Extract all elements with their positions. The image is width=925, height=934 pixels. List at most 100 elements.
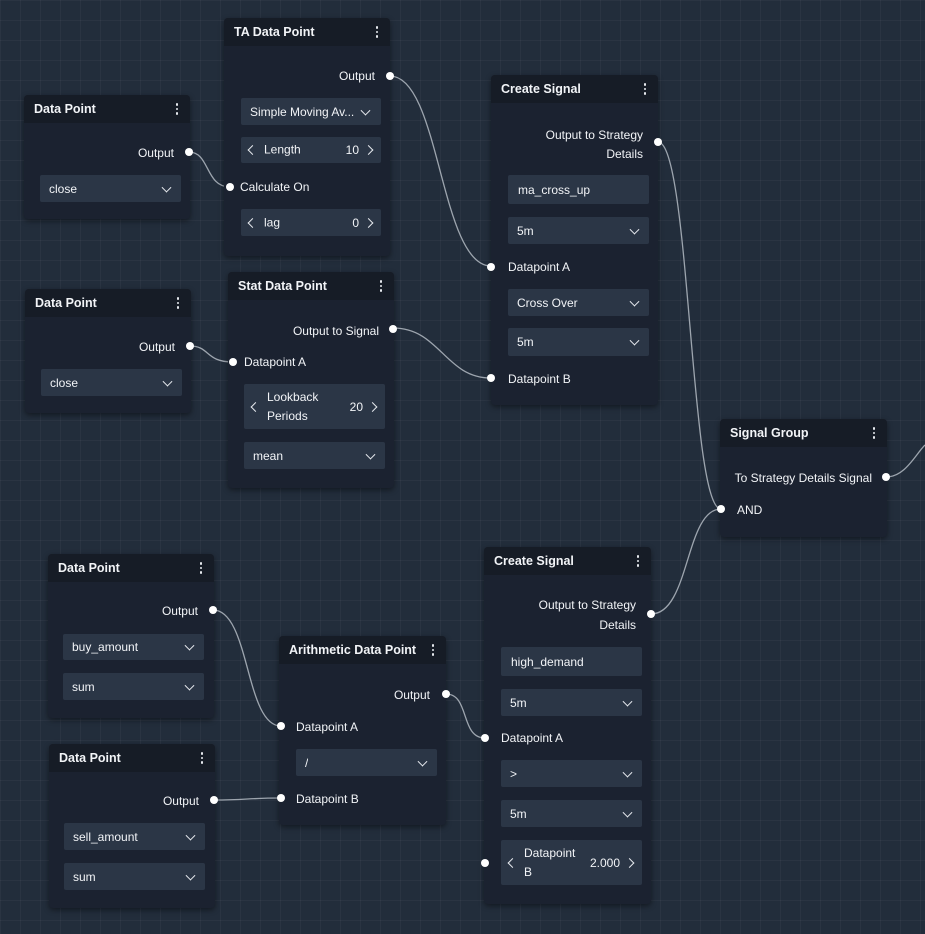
source-select[interactable]: sell_amount xyxy=(64,823,205,850)
kebab-menu-icon[interactable] xyxy=(867,425,881,441)
signal-name-input[interactable]: ma_cross_up xyxy=(508,175,649,204)
kebab-menu-icon[interactable] xyxy=(370,24,384,40)
kebab-menu-icon[interactable] xyxy=(194,560,208,576)
condition-value: Cross Over xyxy=(517,295,578,310)
node-header[interactable]: Data Point xyxy=(49,744,215,772)
length-stepper[interactable]: Length 10 xyxy=(241,137,381,163)
output-port[interactable] xyxy=(386,72,394,80)
data-point-node-sell-amount[interactable]: Data Point Output sell_amount sum xyxy=(49,744,218,908)
source-select[interactable]: close xyxy=(41,369,182,396)
datapoint-a-input-port[interactable] xyxy=(487,263,495,271)
node-header[interactable]: TA Data Point xyxy=(224,18,390,46)
node-title: Signal Group xyxy=(730,426,809,440)
datapoint-a-input-port[interactable] xyxy=(481,734,489,742)
output-port[interactable] xyxy=(389,325,397,333)
source-select[interactable]: close xyxy=(40,175,181,202)
chevron-down-icon xyxy=(622,696,633,707)
node-header[interactable]: Create Signal xyxy=(484,547,651,575)
chevron-left-icon[interactable] xyxy=(247,145,258,155)
timeframe-b-value: 5m xyxy=(510,806,527,821)
lookback-stepper[interactable]: Lookback Periods 20 xyxy=(244,384,385,429)
create-signal-node-high-demand[interactable]: Create Signal Output to Strategy Details… xyxy=(481,547,655,904)
chevron-down-icon xyxy=(365,449,376,460)
output-port[interactable] xyxy=(882,473,890,481)
chevron-right-icon[interactable] xyxy=(363,145,374,155)
datapoint-b-input-port[interactable] xyxy=(487,374,495,382)
condition-select[interactable]: Cross Over xyxy=(508,289,649,316)
output-port[interactable] xyxy=(654,138,662,146)
source-select[interactable]: buy_amount xyxy=(63,634,204,660)
node-header[interactable]: Create Signal xyxy=(491,75,658,103)
signal-name-input[interactable]: high_demand xyxy=(501,647,642,676)
output-label: Output xyxy=(161,604,198,618)
datapoint-b-input-port[interactable] xyxy=(277,794,285,802)
wire-stat-to-signal1-b xyxy=(392,327,492,379)
lag-label: lag xyxy=(264,215,281,229)
statistic-select[interactable]: mean xyxy=(244,442,385,469)
kebab-menu-icon[interactable] xyxy=(195,750,209,766)
timeframe-b-select[interactable]: 5m xyxy=(508,328,649,356)
output-port[interactable] xyxy=(186,342,194,350)
node-header[interactable]: Arithmetic Data Point xyxy=(279,636,446,664)
datapoint-b-input-port[interactable] xyxy=(481,859,489,867)
aggregation-select[interactable]: sum xyxy=(63,673,204,700)
output-port[interactable] xyxy=(442,690,450,698)
node-header[interactable]: Data Point xyxy=(25,289,191,317)
chevron-right-icon[interactable] xyxy=(367,401,378,412)
chevron-left-icon[interactable] xyxy=(507,857,518,868)
kebab-menu-icon[interactable] xyxy=(426,642,440,658)
statistic-select-value: mean xyxy=(253,448,284,463)
node-header[interactable]: Signal Group xyxy=(720,419,887,447)
aggregation-select[interactable]: sum xyxy=(64,863,205,890)
and-input-port[interactable] xyxy=(717,505,725,513)
stat-data-point-node[interactable]: Stat Data Point Output to Signal Datapoi… xyxy=(228,272,397,488)
lag-stepper[interactable]: lag 0 xyxy=(241,209,381,236)
output-port[interactable] xyxy=(210,796,218,804)
arithmetic-data-point-node[interactable]: Arithmetic Data Point Output Datapoint A… xyxy=(277,636,450,825)
kebab-menu-icon[interactable] xyxy=(171,295,185,311)
data-point-node-buy-amount[interactable]: Data Point Output buy_amount sum xyxy=(48,554,217,718)
ta-data-point-node[interactable]: TA Data Point Output Simple Moving Av...… xyxy=(224,18,394,256)
aggregation-select-value: sum xyxy=(72,679,95,694)
data-point-node-close-1[interactable]: Data Point Output close xyxy=(24,95,193,219)
chevron-down-icon xyxy=(417,756,428,767)
chevron-left-icon[interactable] xyxy=(250,401,261,412)
wire-signal1-to-group xyxy=(657,141,722,510)
datapoint-a-input-port[interactable] xyxy=(229,358,237,366)
node-title: Data Point xyxy=(34,102,96,116)
indicator-select[interactable]: Simple Moving Av... xyxy=(241,98,381,125)
datapoint-b-stepper[interactable]: Datapoint B 2.000 xyxy=(501,840,642,885)
create-signal-node-ma-cross-up[interactable]: Create Signal Output to Strategy Details… xyxy=(487,75,662,405)
node-header[interactable]: Stat Data Point xyxy=(228,272,394,300)
condition-select[interactable]: > xyxy=(501,760,642,787)
source-select-value: close xyxy=(49,181,78,196)
kebab-menu-icon[interactable] xyxy=(638,81,652,97)
kebab-menu-icon[interactable] xyxy=(374,278,388,294)
calculate-on-input-port[interactable] xyxy=(226,183,234,191)
datapoint-a-label: Datapoint A xyxy=(244,355,307,369)
timeframe-a-select[interactable]: 5m xyxy=(501,689,642,716)
kebab-menu-icon[interactable] xyxy=(631,553,645,569)
chevron-right-icon[interactable] xyxy=(624,857,635,868)
wire-arith-to-signal2-a xyxy=(445,693,486,739)
operator-select[interactable]: / xyxy=(296,749,437,776)
indicator-select-value: Simple Moving Av... xyxy=(250,104,355,119)
timeframe-b-select[interactable]: 5m xyxy=(501,800,642,827)
datapoint-a-label: Datapoint A xyxy=(508,260,571,274)
node-header[interactable]: Data Point xyxy=(48,554,214,582)
output-port[interactable] xyxy=(209,606,217,614)
chevron-right-icon[interactable] xyxy=(363,217,374,228)
source-select-value: buy_amount xyxy=(72,640,139,654)
signal-group-node[interactable]: Signal Group To Strategy Details Signal … xyxy=(717,419,890,537)
datapoint-a-input-port[interactable] xyxy=(277,722,285,730)
output-label: Output to Strategy Details xyxy=(545,128,643,161)
output-port[interactable] xyxy=(185,148,193,156)
output-port[interactable] xyxy=(647,610,655,618)
timeframe-a-select[interactable]: 5m xyxy=(508,217,649,244)
chevron-left-icon[interactable] xyxy=(247,217,258,228)
node-header[interactable]: Data Point xyxy=(24,95,190,123)
calculate-on-label: Calculate On xyxy=(240,180,310,194)
and-input-label: AND xyxy=(737,503,763,517)
kebab-menu-icon[interactable] xyxy=(170,101,184,117)
data-point-node-close-2[interactable]: Data Point Output close xyxy=(25,289,194,413)
